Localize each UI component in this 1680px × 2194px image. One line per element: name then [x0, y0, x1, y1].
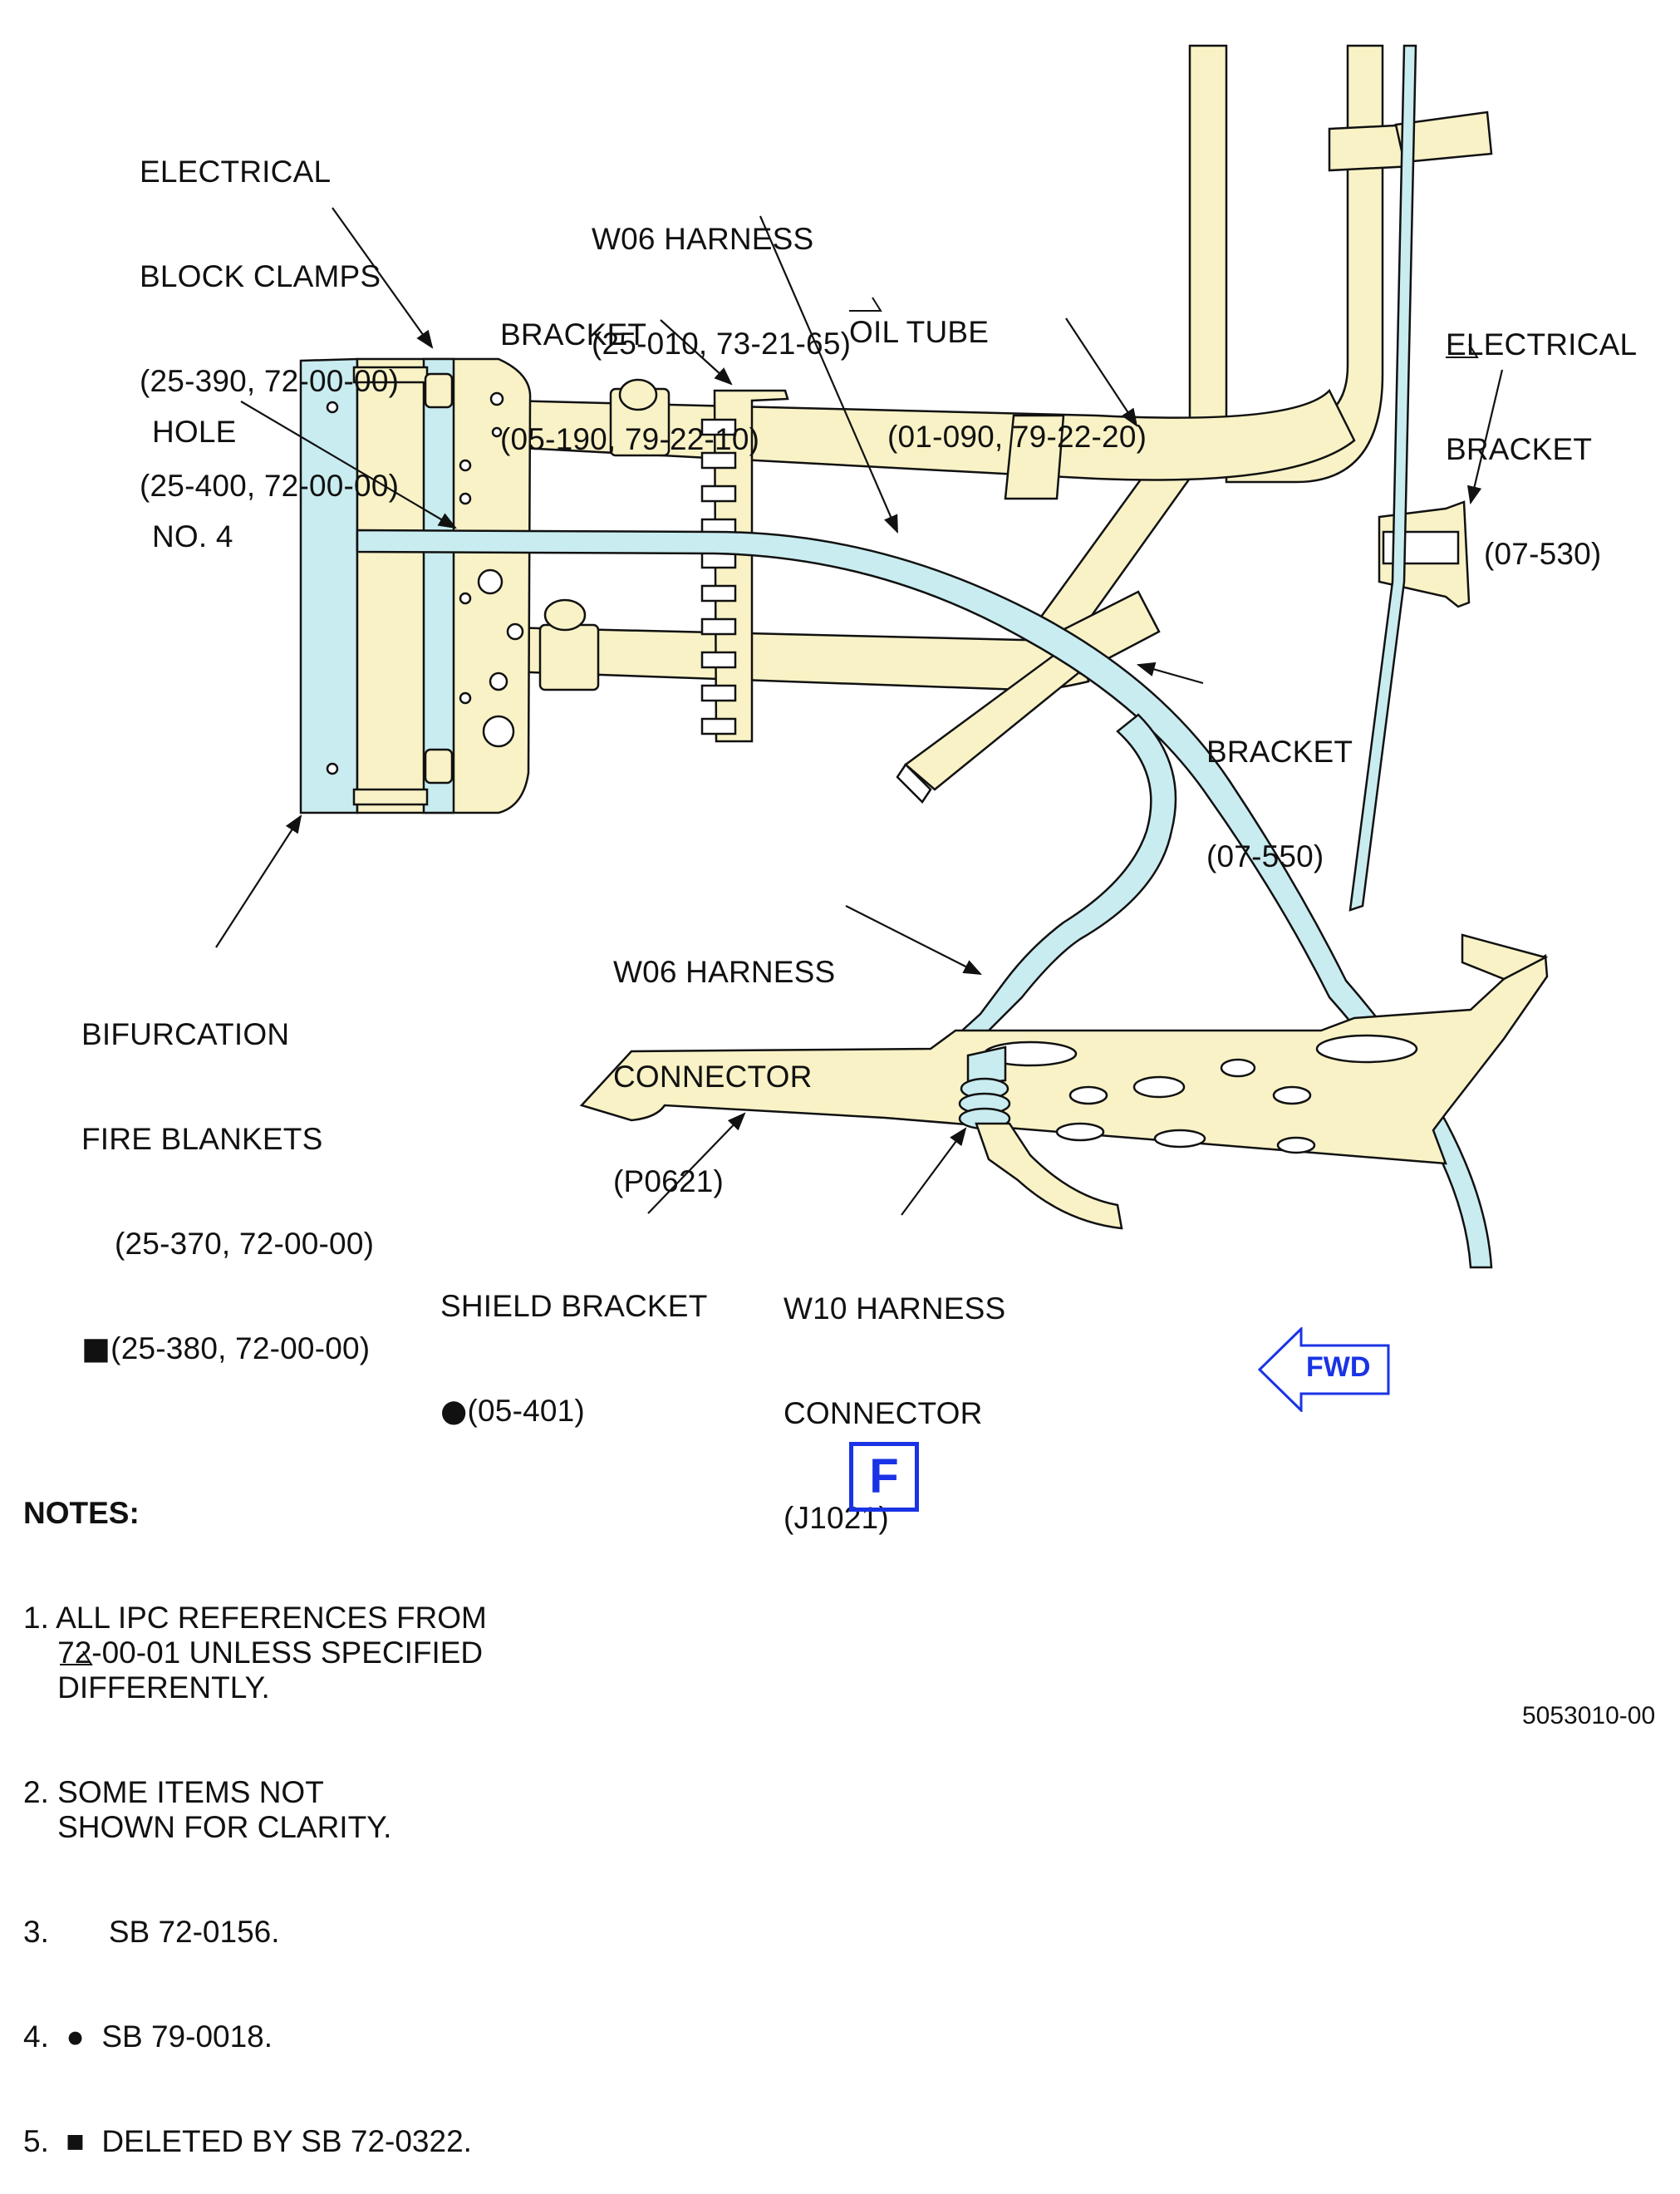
bracket-05-190 — [700, 389, 789, 743]
label-line: CONNECTOR — [784, 1396, 983, 1430]
label-line: NO. 4 — [152, 519, 233, 553]
label-oil-tube: OIL TUBE (01-090, 79-22-20) — [849, 245, 1147, 489]
label-line: BLOCK CLAMPS — [140, 259, 381, 293]
drawing-number: 5053010-00 — [1522, 1702, 1656, 1729]
label-line: (25-400, 72-00-00) — [140, 469, 400, 503]
label-line: BRACKET — [1206, 735, 1353, 769]
fwd-arrow-icon — [1258, 1327, 1390, 1412]
label-line: (J1021) — [784, 1501, 889, 1535]
label-line: W06 HARNESS — [592, 222, 814, 256]
label-line: (25-390, 72-00-00) — [140, 364, 400, 398]
square-marker: ■ — [81, 1331, 111, 1366]
notes-block: NOTES: 1. ALL IPC REFERENCES FROM 72-00-… — [23, 1426, 487, 2194]
note-item: 4. ● SB 79-0018. — [23, 2019, 273, 2054]
circle-marker: ● — [440, 1393, 468, 1429]
label-line: FIRE BLANKETS — [81, 1122, 323, 1156]
label-electrical-block-clamps: ELECTRICAL BLOCK CLAMPS (25-390, 72-00-0… — [140, 85, 399, 539]
label-bracket-07-550: BRACKET (07-550) — [1206, 665, 1353, 909]
label-line: (P0621) — [613, 1164, 725, 1198]
view-letter: F — [869, 1449, 899, 1503]
label-line: (25-380, 72-00-00) — [111, 1331, 371, 1365]
label-line: SHIELD BRACKET — [440, 1289, 708, 1323]
bifurcation-fire-blanket — [299, 357, 532, 814]
leader-lines — [215, 207, 1504, 1216]
sb-triangle-markers — [60, 297, 1479, 1665]
installation-drawing — [60, 44, 1549, 1665]
note-item: 1. ALL IPC REFERENCES FROM 72-00-01 UNLE… — [23, 1601, 487, 1705]
label-bifurcation-fire-blankets: BIFURCATION FIRE BLANKETS (25-370, 72-00… — [81, 947, 374, 1401]
label-bracket-05-190: BRACKET (05-190, 79-22-10) — [500, 248, 759, 492]
label-line: (01-090, 79-22-20) — [887, 420, 1147, 454]
w06-connector — [958, 1045, 1011, 1130]
label-line: BIFURCATION — [81, 1017, 290, 1051]
label-line: BRACKET — [500, 317, 647, 352]
view-box — [849, 1442, 919, 1512]
label-line: BRACKET — [1446, 432, 1593, 466]
label-w06-harness: W06 HARNESS (25-010, 73-21-65) — [592, 152, 851, 396]
label-w06-harness-connector: W06 HARNESS CONNECTOR (P0621) — [613, 885, 835, 1234]
label-line: (05-190, 79-22-10) — [500, 422, 760, 456]
note-item: 2. SOME ITEMS NOT SHOWN FOR CLARITY. — [23, 1775, 392, 1844]
right-vertical-harness — [1348, 44, 1417, 912]
fwd-label: FWD — [1306, 1351, 1371, 1383]
label-w10-harness-connector: W10 HARNESS CONNECTOR (J1021) — [784, 1222, 1005, 1571]
notes-heading: NOTES: — [23, 1496, 140, 1530]
label-line: (05-401) — [467, 1394, 585, 1428]
label-line: W10 HARNESS — [784, 1291, 1006, 1326]
label-line: W06 HARNESS — [613, 955, 836, 989]
label-shield-bracket: SHIELD BRACKET ●(05-401) — [440, 1219, 708, 1463]
label-line: (07-530) — [1484, 537, 1602, 571]
label-line: ELECTRICAL — [140, 155, 332, 189]
label-electrical-bracket: ELECTRICAL BRACKET (07-530) — [1446, 258, 1637, 607]
label-line: ELECTRICAL — [1446, 327, 1638, 362]
w10-harness — [975, 1122, 1123, 1230]
label-line: (07-550) — [1206, 839, 1324, 873]
shield-bracket-plate — [579, 933, 1549, 1165]
label-line: (25-010, 73-21-65) — [592, 327, 852, 361]
note-item: 5. ■ DELETED BY SB 72-0322. — [23, 2124, 472, 2158]
label-hole-no-4: HOLE NO. 4 — [152, 345, 237, 589]
label-line: HOLE — [152, 415, 237, 449]
label-line: OIL TUBE — [849, 315, 990, 349]
label-line: CONNECTOR — [613, 1060, 813, 1094]
label-line: (25-370, 72-00-00) — [115, 1227, 375, 1261]
note-item: 3. SB 72-0156. — [23, 1915, 280, 1949]
